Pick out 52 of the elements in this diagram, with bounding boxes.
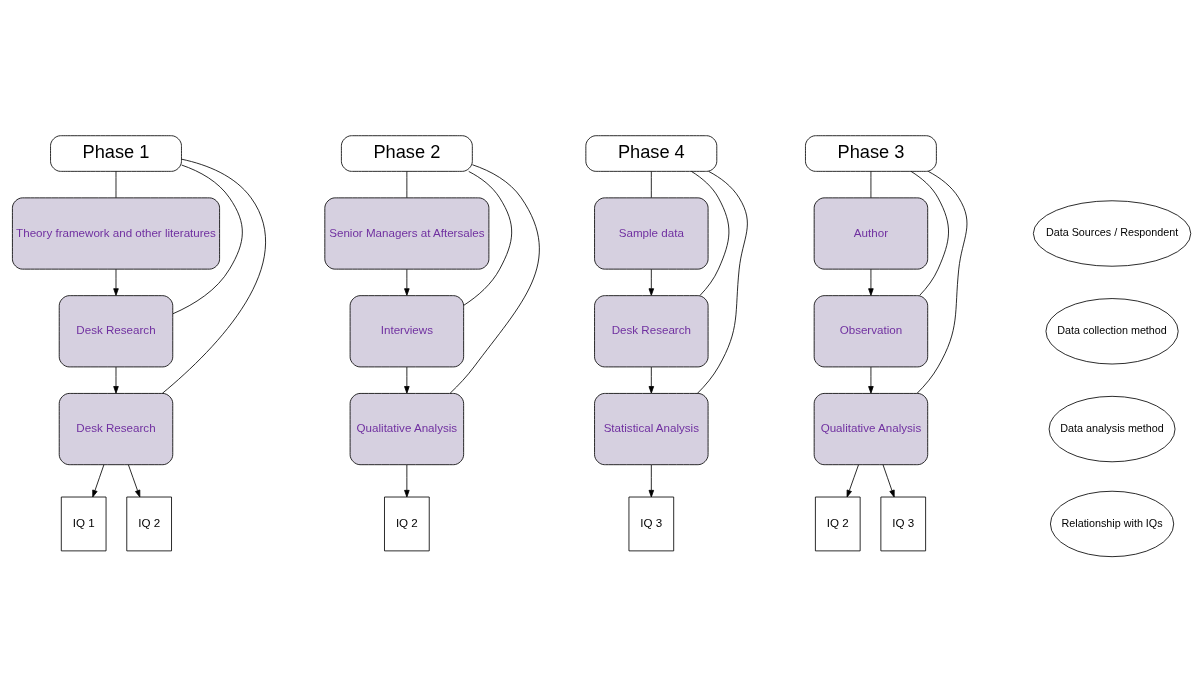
node-box: IQ 2 [384, 496, 430, 552]
arrow [404, 464, 410, 498]
connector [697, 170, 748, 394]
node-box: IQ 2 [815, 496, 861, 552]
connector [115, 170, 117, 199]
node-box: IQ 3 [628, 496, 675, 552]
arrow [648, 268, 655, 296]
arrow [868, 268, 874, 296]
node-ellipse: Data analysis method [1048, 395, 1176, 463]
arrow [92, 464, 105, 498]
node-box: Phase 2 [341, 135, 473, 172]
arrow [846, 464, 859, 498]
arrow [113, 268, 119, 296]
arrow [404, 366, 410, 394]
node-box: Observation [813, 295, 929, 368]
connector [910, 171, 949, 296]
connector [691, 171, 730, 296]
node-box: Phase 4 [585, 135, 718, 172]
arrow [882, 464, 895, 498]
node-box: Interviews [349, 295, 465, 368]
node-box: Desk Research [58, 295, 174, 368]
arrow [868, 366, 874, 394]
connector [870, 170, 872, 199]
node-box: Statistical Analysis [594, 393, 709, 466]
node-box: IQ 3 [880, 496, 927, 552]
connector [161, 158, 266, 394]
node-box: IQ 1 [60, 496, 107, 552]
connector [172, 164, 243, 315]
node-ellipse: Data Sources / Respondent [1032, 200, 1192, 267]
connector [406, 170, 408, 199]
arrow [648, 366, 655, 394]
node-box: Phase 1 [50, 135, 182, 172]
node-ellipse: Data collection method [1045, 298, 1179, 365]
arrow [648, 464, 655, 498]
connector [650, 170, 652, 199]
node-box: Qualitative Analysis [813, 393, 929, 466]
connector [916, 170, 968, 394]
node-box: Desk Research [58, 393, 174, 466]
node-box: Desk Research [594, 295, 709, 368]
arrow [404, 268, 410, 296]
node-box: Theory framework and other literatures [12, 197, 220, 270]
node-box: IQ 2 [126, 496, 172, 552]
node-ellipse: Relationship with IQs [1050, 490, 1175, 558]
node-box: Phase 3 [805, 135, 937, 172]
node-box: Qualitative Analysis [349, 393, 465, 466]
arrow [113, 366, 119, 394]
node-box: Sample data [594, 197, 709, 270]
node-box: Senior Managers at Aftersales [324, 197, 490, 270]
node-box: Author [813, 197, 929, 270]
arrow [128, 464, 141, 498]
connector [449, 164, 540, 394]
connector [463, 171, 513, 306]
